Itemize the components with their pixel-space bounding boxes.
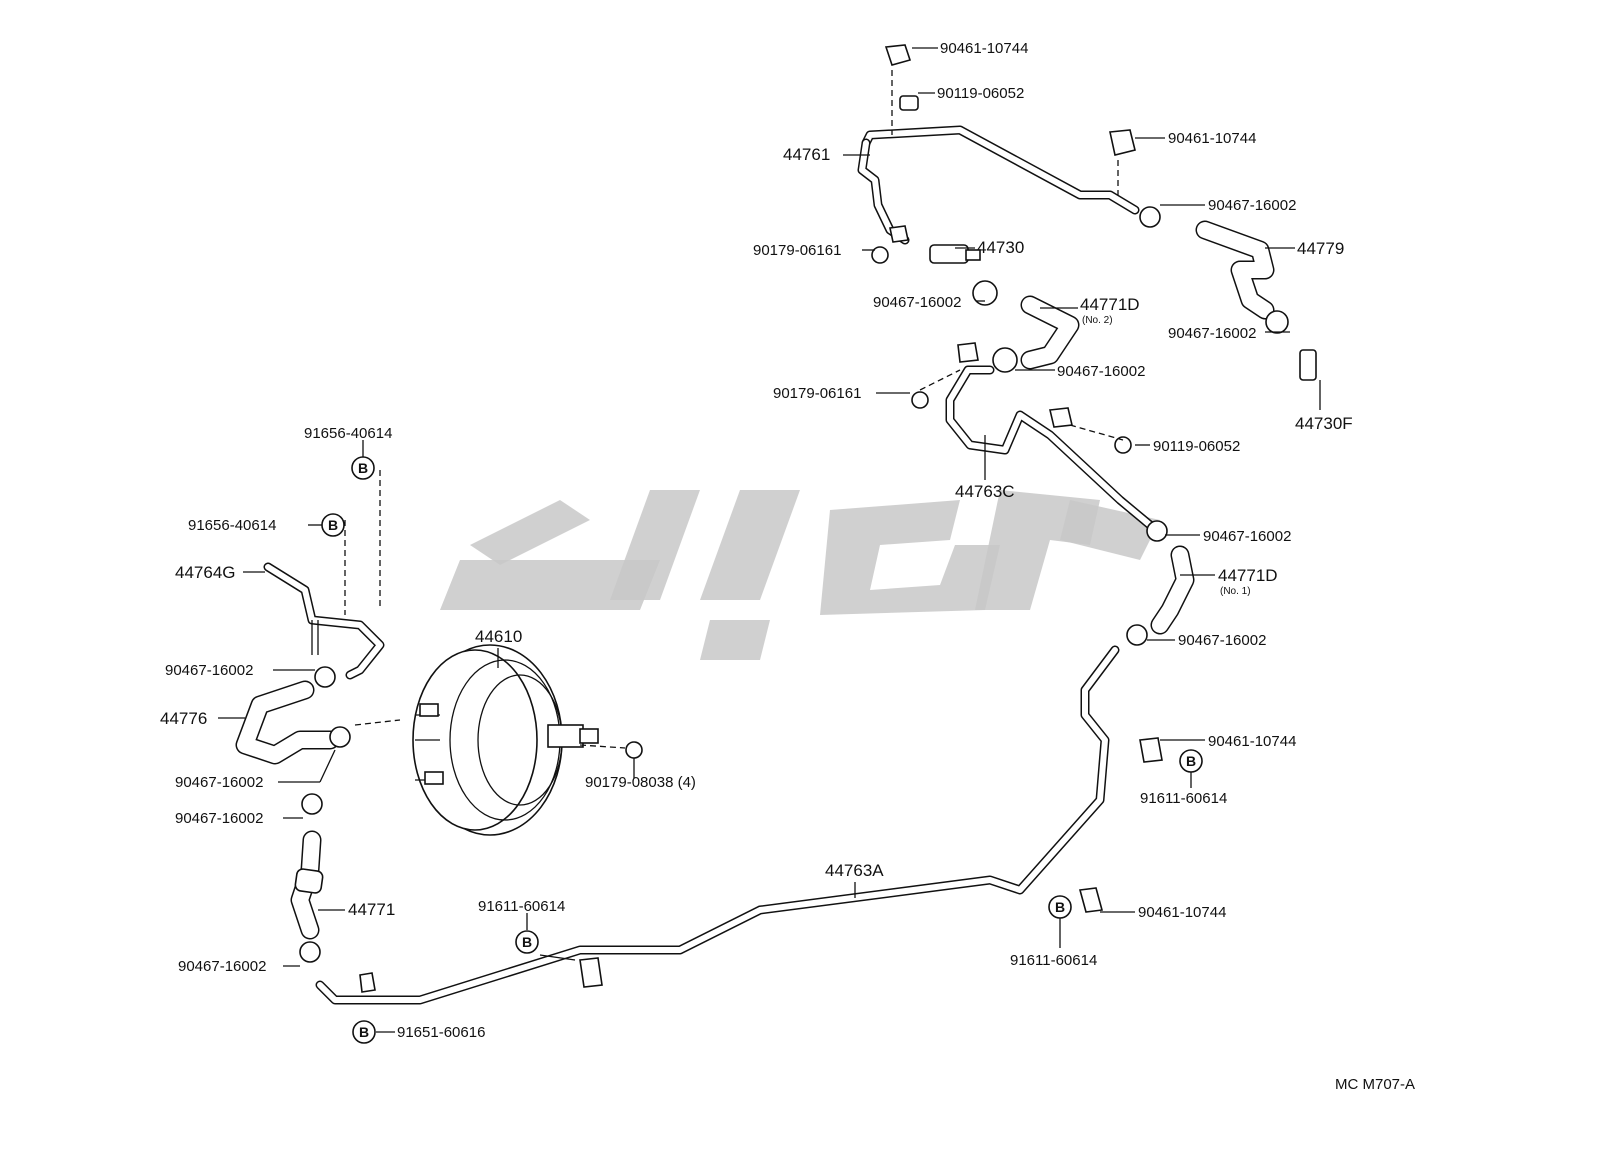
label-44763c: 44763C	[955, 482, 1015, 501]
pipe-44763a	[315, 645, 1120, 1005]
hose-44771	[290, 830, 324, 940]
label-91656-b: 91656-40614	[188, 517, 276, 534]
label-44779: 44779	[1297, 239, 1344, 258]
label-44776: 44776	[160, 709, 207, 728]
label-90179-c: 90179-08038 (4)	[585, 774, 696, 791]
svg-text:B: B	[358, 460, 368, 476]
dashed-guides	[344, 70, 1124, 749]
label-90467-r3: 90467-16002	[1203, 528, 1291, 545]
b-mark-1: B	[351, 456, 375, 480]
leader-lines	[218, 47, 1321, 1033]
svg-text:B: B	[359, 1024, 369, 1040]
label-90467-r1: 90467-16002	[1208, 197, 1296, 214]
label-90179-a: 90179-06161	[753, 242, 841, 259]
label-91611-b: 91611-60614	[478, 898, 565, 915]
label-90467-r4: 90467-16002	[1178, 632, 1266, 649]
hose-44771d-no1	[1150, 545, 1195, 635]
label-44771: 44771	[348, 900, 395, 919]
b-mark-6: B	[352, 1020, 376, 1044]
label-90461-mid: 90461-10744	[1208, 733, 1296, 750]
pipe-44764g	[263, 562, 385, 680]
label-91611-c: 91611-60614	[1010, 952, 1097, 969]
svg-text:B: B	[1186, 753, 1196, 769]
label-44730f: 44730F	[1295, 414, 1353, 433]
label-90179-b: 90179-06161	[773, 385, 861, 402]
svg-text:B: B	[522, 934, 532, 950]
b-mark-2: B	[321, 513, 345, 537]
label-44610: 44610	[475, 627, 522, 646]
label-90119-mid: 90119-06052	[1153, 438, 1240, 455]
hose-44776	[235, 680, 340, 765]
label-44730: 44730	[977, 238, 1024, 257]
label-44764g: 44764G	[175, 563, 236, 582]
part-labels: 90461-10744 90119-06052 44761 90461-1074…	[160, 40, 1353, 1041]
diagram-code: MC M707-A	[1335, 1076, 1415, 1093]
svg-text:B: B	[328, 517, 338, 533]
svg-text:B: B	[1055, 899, 1065, 915]
pipe-44763c	[945, 365, 1155, 530]
label-90467-r2: 90467-16002	[1168, 325, 1256, 342]
label-90461-bot: 90461-10744	[1138, 904, 1226, 921]
label-90461-top: 90461-10744	[940, 40, 1028, 57]
hose-44771d-no2	[1020, 295, 1080, 370]
label-91651: 91651-60616	[397, 1024, 485, 1041]
pipe-44761	[857, 125, 1140, 245]
brackets	[359, 44, 1163, 993]
b-mark-4: B	[515, 930, 539, 954]
hose-44779	[1195, 220, 1275, 320]
label-44771d-no2: 44771D	[1080, 295, 1140, 314]
b-mark-5: B	[1048, 895, 1072, 919]
brake-booster-44610	[412, 644, 599, 836]
label-44771d-no1-sub: (No. 1)	[1220, 586, 1251, 597]
label-90467-l2: 90467-16002	[175, 774, 263, 791]
label-44771d-no2-sub: (No. 2)	[1082, 315, 1113, 326]
label-90119-top: 90119-06052	[937, 85, 1024, 102]
label-90467-l4: 90467-16002	[178, 958, 266, 975]
b-mark-3: B	[1179, 749, 1203, 773]
label-90467-l1: 90467-16002	[165, 662, 253, 679]
label-91611-a: 91611-60614	[1140, 790, 1227, 807]
clamps	[299, 206, 1289, 963]
label-90461-right: 90461-10744	[1168, 130, 1256, 147]
watermark-logo	[440, 490, 1160, 660]
label-90467-c1: 90467-16002	[873, 294, 961, 311]
label-44761: 44761	[783, 145, 830, 164]
label-44771d-no1: 44771D	[1218, 566, 1278, 585]
label-90467-c2: 90467-16002	[1057, 363, 1145, 380]
label-91656-a: 91656-40614	[304, 425, 392, 442]
label-44763a: 44763A	[825, 861, 884, 880]
label-90467-l3: 90467-16002	[175, 810, 263, 827]
